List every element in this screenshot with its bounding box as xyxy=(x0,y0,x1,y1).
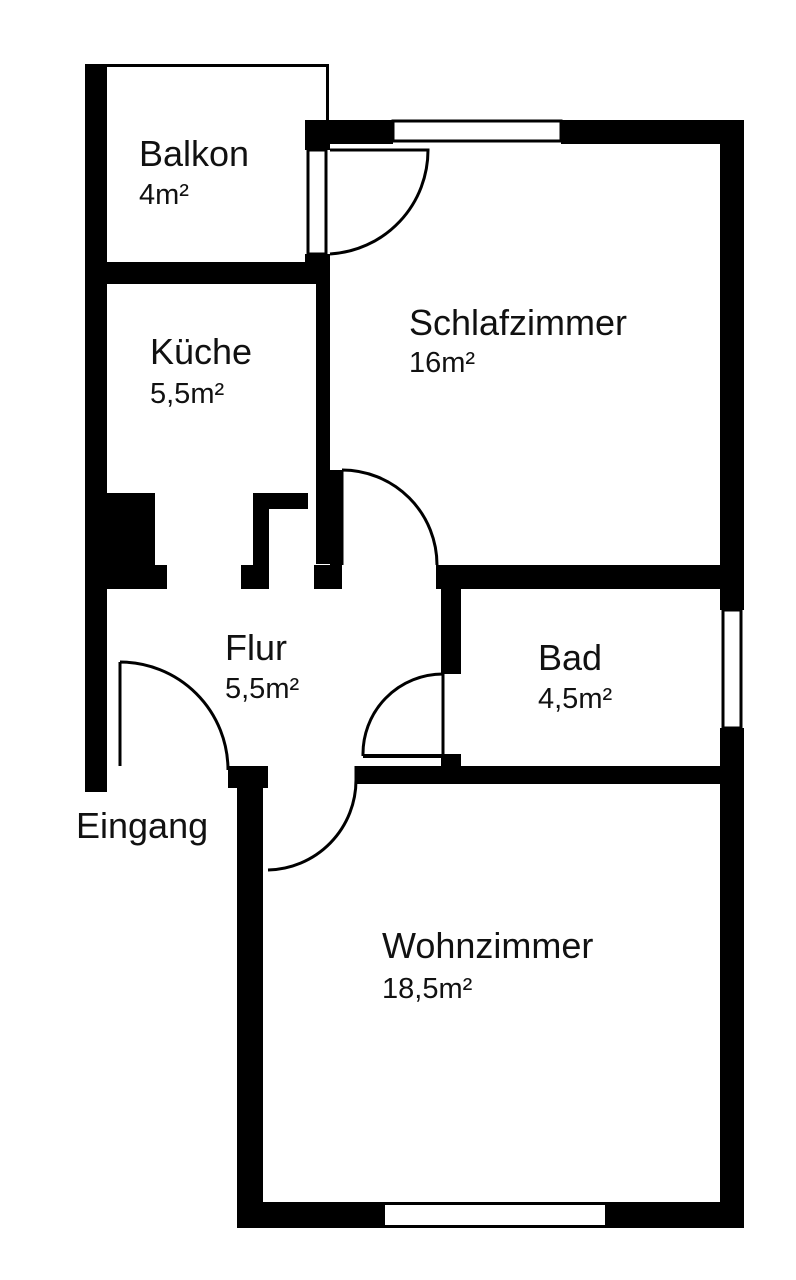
wall-left xyxy=(85,64,107,792)
wall-kueche-post xyxy=(314,565,342,589)
door-schlafzimmer xyxy=(340,468,439,566)
wall-kueche-stub-right-base xyxy=(241,565,269,589)
room-name-wohnzimmer: Wohnzimmer xyxy=(382,925,593,966)
wall-top-right xyxy=(561,120,744,144)
wall-entry xyxy=(228,766,268,788)
window-bottom-line2 xyxy=(385,1225,605,1228)
room-name-bad: Bad xyxy=(538,637,602,678)
wall-bottom-left xyxy=(237,1202,385,1228)
window-bad xyxy=(721,608,743,730)
room-area-wohnzimmer: 18,5m² xyxy=(382,973,473,1005)
door-bad xyxy=(361,672,445,757)
wall-bottom-right xyxy=(605,1202,744,1228)
balkon-outline-right xyxy=(326,64,329,122)
wall-kueche-schlaf xyxy=(316,284,330,564)
wall-right-lower xyxy=(720,728,744,1228)
entrance-label: Eingang xyxy=(76,805,208,846)
wall-balkon-door-top xyxy=(305,120,330,150)
walls xyxy=(85,64,744,1228)
wall-kueche-stub-left xyxy=(107,493,155,565)
windows xyxy=(306,119,743,730)
room-area-schlafzimmer: 16m² xyxy=(409,347,475,379)
wall-bad-wohn xyxy=(356,766,744,784)
door-entry xyxy=(118,660,230,771)
wall-kueche-stub-right xyxy=(253,493,308,509)
wall-bad-door-sill xyxy=(363,754,443,758)
door-wohnzimmer xyxy=(267,766,358,872)
door-balkon xyxy=(329,148,430,256)
wall-right-upper xyxy=(720,120,744,610)
wall-kueche-post-v xyxy=(330,470,342,565)
wall-bad-left xyxy=(441,589,461,674)
doors xyxy=(118,148,445,872)
room-area-kueche: 5,5m² xyxy=(150,378,224,410)
room-area-balkon: 4m² xyxy=(139,179,189,211)
window-bottom-line xyxy=(385,1202,605,1205)
room-name-kueche: Küche xyxy=(150,331,252,372)
wall-balkon-door-bottom xyxy=(305,254,330,284)
wall-schlaf-bad xyxy=(436,565,744,589)
window-schlafzimmer-top xyxy=(391,119,563,143)
balkon-outline xyxy=(107,64,329,67)
wall-balkon-kueche xyxy=(107,262,330,284)
room-area-bad: 4,5m² xyxy=(538,683,612,715)
wall-wohn-left xyxy=(237,788,263,1228)
room-name-balkon: Balkon xyxy=(139,133,249,174)
wall-bad-left-lower xyxy=(441,754,461,766)
room-labels: Balkon 4m² Küche 5,5m² Schlafzimmer 16m²… xyxy=(76,133,627,1005)
room-name-schlafzimmer: Schlafzimmer xyxy=(409,302,627,343)
room-area-flur: 5,5m² xyxy=(225,673,299,705)
window-balkon-door xyxy=(306,148,328,256)
room-name-flur: Flur xyxy=(225,627,287,668)
wall-kueche-stub-left-base xyxy=(107,565,167,589)
